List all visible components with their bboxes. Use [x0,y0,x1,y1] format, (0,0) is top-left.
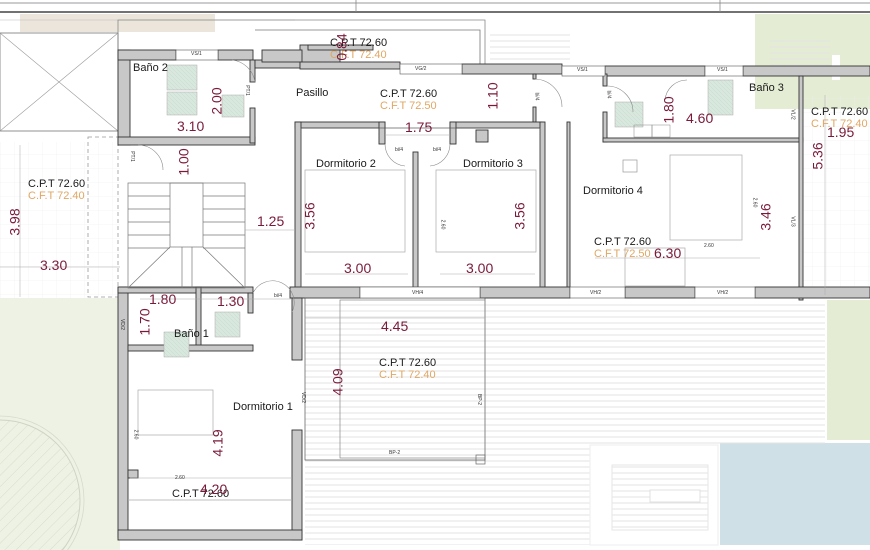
bed-dimension-dorm4-length: 2.60 [751,197,758,208]
dimension-2-00: 2.00 [208,87,225,115]
dimension-3-56-dorm2: 3.56 [301,202,318,230]
window-tag-vh2-a: VH/2 [590,290,602,296]
window-tag-vh2-b: VH/2 [717,290,729,296]
dimension-4-45: 4.45 [381,318,409,334]
dimension-lines [0,95,826,479]
window-tag-vl3: VL/3 [789,216,796,227]
dimension-1-00: 1.00 [175,148,192,176]
balustrade-tag-bp2-bottom: BP-2 [389,450,401,456]
dimension-1-25: 1.25 [257,213,285,229]
door-swings [137,59,688,313]
window-tag-vs1-bano2: VS/1 [191,51,202,57]
level-annotation-terraza-superior: C.P.T 72.60 C.F.T 72.40 [330,37,388,61]
cft-value: C.F.T 72.50 [380,99,437,112]
door-tag-bi4-dorm1: bi/4 [274,293,283,299]
window-tag-vs1-bano3: VS/1 [717,67,728,73]
bed-dimension-dorm4-width: 2.60 [704,243,714,249]
window-tag-vd2-dorm1: VD/2 [300,391,307,404]
cft-value: C.F.T 72.40 [330,48,387,61]
level-annotation-terraza-derecha: C.P.T 72.60 C.F.T 72.40 [811,106,869,130]
door-tag-bi4-dorm3: bi/4 [433,147,442,153]
terraces [0,19,870,298]
bed-dimension-dorm1-width: 2.60 [175,475,185,481]
cft-value: C.F.T 72.50 [594,247,651,260]
dimension-0-84: 0.84 [333,33,350,61]
dimension-4-19: 4.19 [209,429,226,457]
dimension-3-00-dorm2: 3.00 [344,260,372,276]
level-annotation-dormitorio-4: C.P.T 72.60 C.F.T 72.50 [594,236,652,260]
room-label-dormitorio-4: Dormitorio 4 [583,185,643,197]
dimension-1-70: 1.70 [136,308,153,336]
dimension-3-10: 3.10 [177,118,205,134]
level-annotation-terraza-izquierda: C.P.T 72.60 C.F.T 72.40 [28,178,86,202]
dimension-4-60: 4.60 [686,110,714,126]
staircase [127,182,246,289]
windows [175,49,756,299]
window-tag-vs1-pasillo: VS/1 [577,67,588,73]
exterior [0,298,870,550]
cpt-value: C.P.T 72.60 [330,37,388,49]
door-tag-bi4-pasillo: bi/4 [533,92,540,101]
level-annotation-pasillo: C.P.T 72.60 C.F.T 72.50 [380,88,438,112]
dimension-4-09: 4.09 [329,368,346,396]
dimension-1-30: 1.30 [217,293,245,309]
cpt-value: C.P.T 72.60 [380,88,438,100]
dimension-3-46: 3.46 [757,203,774,231]
dimension-6-30: 6.30 [654,245,682,261]
room-label-bano-3: Baño 3 [749,82,784,94]
door-tag-bi4-bano3: bi/4 [605,90,612,99]
dimension-3-56-dorm3: 3.56 [511,202,528,230]
cpt-value: C.P.T 72.60 [379,357,437,369]
door-tag-pt1-stairs: PT/1 [128,151,135,162]
dimension-3-30: 3.30 [40,257,68,273]
cft-value: C.F.T 72.40 [28,189,85,202]
room-label-bano-2: Baño 2 [133,62,168,74]
level-annotation-terraza-central: C.P.T 72.60 C.F.T 72.40 [379,357,437,381]
dimension-5-36: 5.36 [809,142,826,170]
dimension-1-95: 1.95 [827,124,855,140]
level-annotation-dormitorio-1: C.P.T 72.60 [172,488,230,501]
dimension-1-80-bano1: 1.80 [149,291,177,307]
cpt-value: C.P.T 72.60 [172,488,230,500]
cpt-value: C.P.T 72.60 [811,106,869,118]
dimension-3-98: 3.98 [6,208,23,236]
window-tag-vl2: VL/2 [789,109,796,120]
dimension-1-80-bano3: 1.80 [660,96,677,124]
sheet-frame [0,0,870,109]
cft-value: C.F.T 72.40 [811,117,868,130]
cpt-value: C.P.T 72.60 [28,178,86,190]
window-tag-vd2-bano1: VD/2 [119,318,126,331]
door-tag-bi4-dorm2: bi/4 [395,147,404,153]
window-tag-vg2: VG/2 [415,66,427,72]
room-label-pasillo: Pasillo [296,87,329,99]
balustrade-tag-bp2-right: BP-2 [476,393,483,406]
room-label-dormitorio-2: Dormitorio 2 [316,158,376,170]
cpt-value: C.P.T 72.60 [594,236,652,248]
pool [720,443,870,545]
room-label-bano-1: Baño 1 [174,328,209,340]
door-tag-pt1-bano2: PT/1 [243,85,250,96]
dimension-4-20: 4.20 [200,481,228,497]
cft-value: C.F.T 72.40 [379,368,436,381]
room-label-dormitorio-3: Dormitorio 3 [463,158,523,170]
room-label-dormitorio-1: Dormitorio 1 [233,401,293,413]
bed-dimension-dorm3-length: 2.60 [439,219,446,230]
walls [117,44,870,541]
void-opening [0,32,119,132]
dimension-3-00-dorm3: 3.00 [466,260,494,276]
bed-dimension-dorm1-length: 2.60 [132,429,139,440]
dimension-1-75: 1.75 [405,119,433,135]
bathroom-fixtures [163,64,734,358]
dimension-1-10: 1.10 [484,82,501,110]
window-tag-vh4: VH/4 [412,290,424,296]
